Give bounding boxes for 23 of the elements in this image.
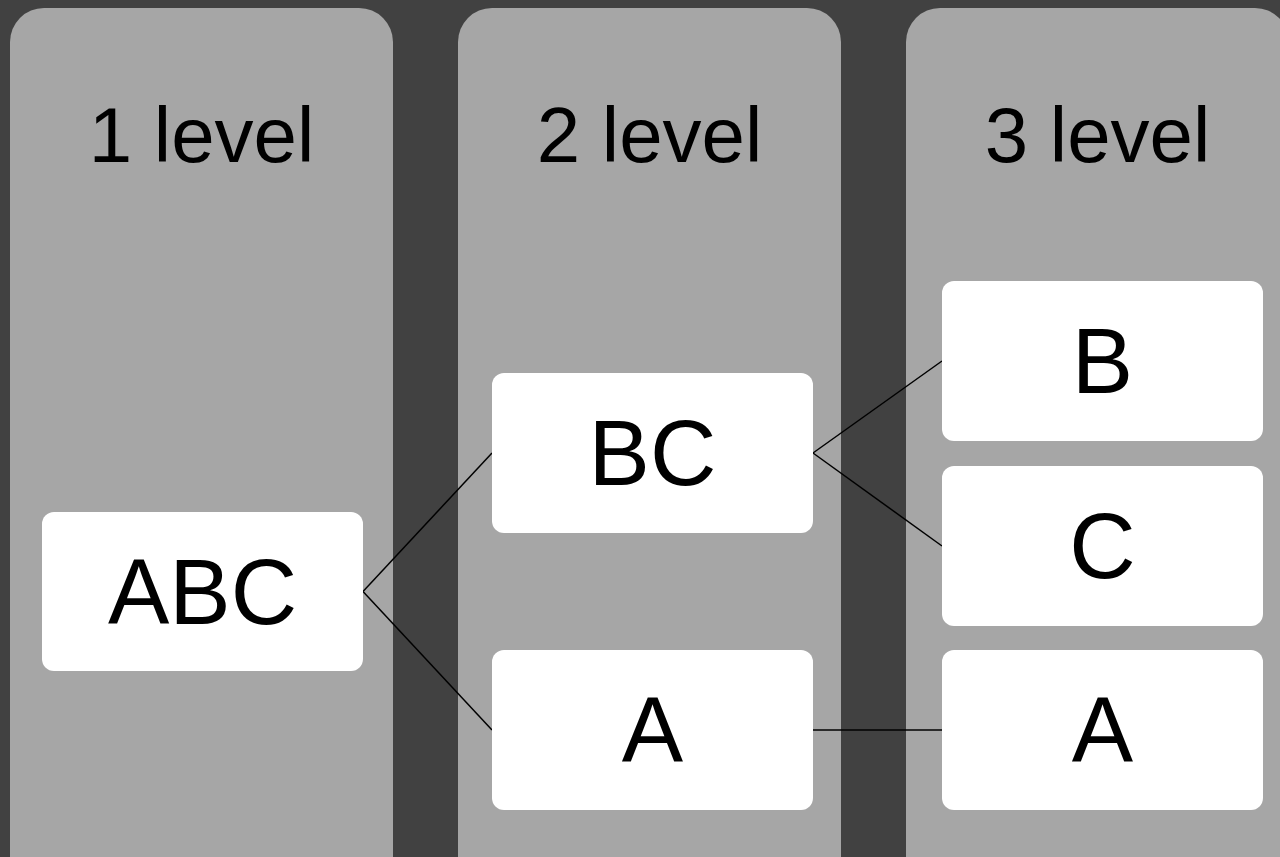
- tree-node-box: [492, 373, 813, 533]
- tree-node-box: [942, 466, 1263, 626]
- column-panel: [906, 8, 1280, 857]
- tree-node-box: [492, 650, 813, 810]
- node-label: A: [1071, 684, 1134, 776]
- tree-node-box: [942, 281, 1263, 441]
- column-heading: 1 level: [87, 96, 316, 174]
- tree-node-box: [942, 650, 1263, 810]
- node-label: B: [1071, 315, 1134, 407]
- connector-line: [362, 590, 493, 731]
- connector-line: [812, 452, 943, 547]
- node-label: C: [1069, 500, 1136, 592]
- column-heading: 2 level: [535, 96, 764, 174]
- tree-node-box: [42, 512, 363, 671]
- node-label: BC: [588, 407, 717, 499]
- node-label: A: [621, 684, 684, 776]
- connector-line: [812, 360, 943, 454]
- node-label: ABC: [107, 545, 298, 638]
- column-panel: [458, 8, 841, 857]
- connector-line: [812, 729, 943, 731]
- connector-line: [362, 452, 493, 593]
- column-panel: [10, 8, 393, 857]
- column-heading: 3 level: [983, 96, 1212, 174]
